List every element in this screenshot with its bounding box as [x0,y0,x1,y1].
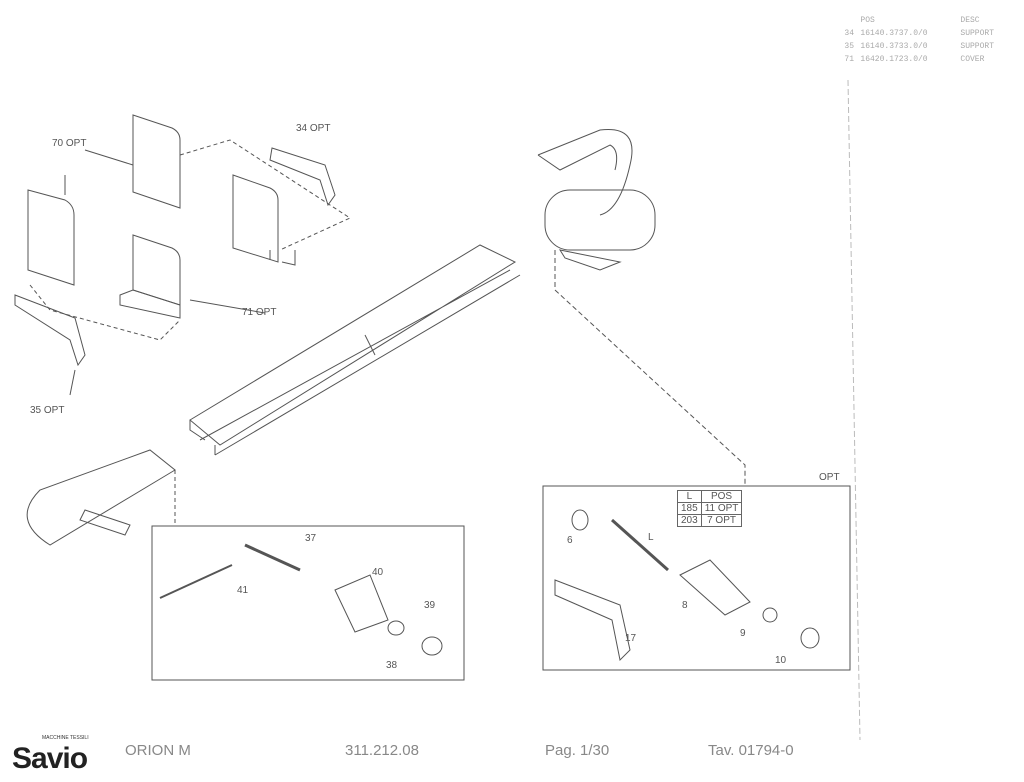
header-pos: POS [860,16,875,25]
callout-opt: OPT [819,472,840,483]
callout-9: 9 [740,628,746,639]
table-number: Tav. 01794-0 [708,742,794,759]
logo-subtitle: MACCHINE TESSILI [42,735,89,741]
callout-40: 40 [372,567,384,578]
callout-38: 38 [386,660,398,671]
callout-39: 39 [424,600,436,611]
part-11 [611,518,669,572]
support-34 [269,147,336,207]
callout-17: 17 [625,633,637,644]
part-6 [571,509,589,531]
callout-35-opt: 35 OPT [30,405,65,416]
cover-71-upper [232,174,279,263]
model-name: ORION M [125,742,191,759]
part-38 [421,636,443,656]
callout-34-opt: 34 OPT [296,123,331,134]
part-8 [679,559,751,616]
callout-41: 41 [237,585,249,596]
drawing-code: 311.212.08 [345,742,419,759]
cover-71-lower [132,234,181,306]
part-37 [244,543,301,572]
part-40 [334,574,389,633]
rail [189,244,521,456]
belt-top [537,128,633,216]
cover-70-upper [132,114,181,209]
callout-70-opt: 70 OPT [52,138,87,149]
callout-6: 6 [567,535,573,546]
page-number: Pag. 1/30 [545,742,610,759]
callout-37: 37 [305,533,317,544]
callout-8: 8 [682,600,688,611]
detail-box-left [151,525,465,681]
belt-bottom [26,449,176,546]
part-39 [387,620,405,636]
part-17 [554,579,631,662]
motor [544,189,656,251]
part-10 [800,627,820,649]
callout-71-opt: 71 OPT [242,307,277,318]
part-9 [762,607,778,623]
cover-70-lower [27,189,75,286]
detail-box-right [542,485,851,671]
callout-10: 10 [775,655,787,666]
savio-logo: Savio [12,742,88,775]
callout-L: L [648,532,654,543]
header-desc: DESC [960,16,980,25]
part-41 [159,564,233,599]
support-35 [14,294,86,367]
